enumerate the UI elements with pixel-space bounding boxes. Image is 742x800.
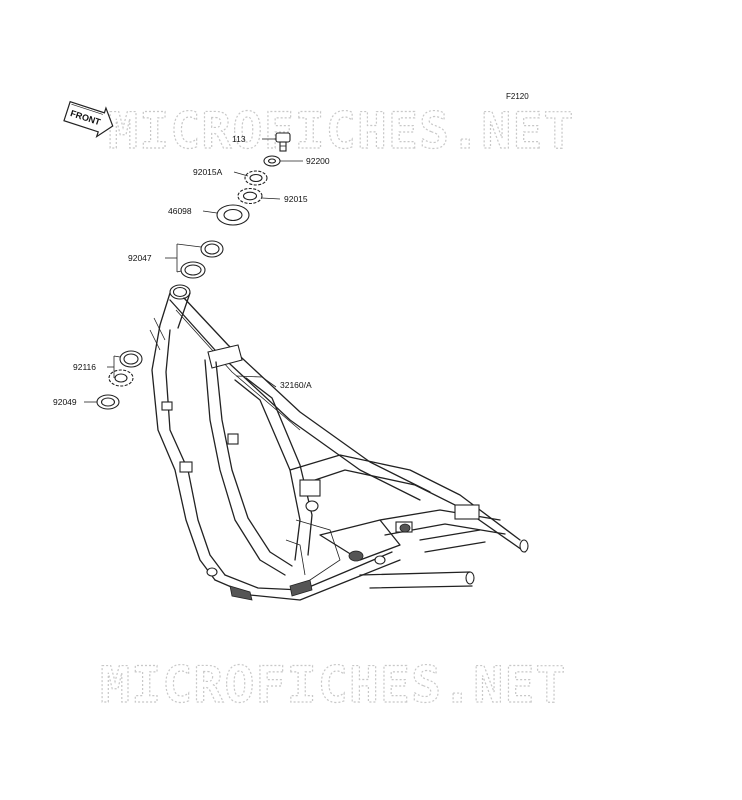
label-46098: 46098 [168, 206, 192, 216]
label-92200: 92200 [306, 156, 330, 166]
part-92015-nut[interactable] [237, 187, 263, 205]
part-46098-bearing[interactable] [216, 204, 250, 226]
figure-code: F2120 [506, 92, 529, 101]
part-92116-bearing[interactable] [108, 369, 134, 387]
label-92015: 92015 [284, 194, 308, 204]
part-92047-race-upper[interactable] [200, 240, 224, 258]
label-92049: 92049 [53, 397, 77, 407]
front-arrow-icon: FRONT [63, 100, 114, 139]
part-113-bolt[interactable] [275, 132, 291, 152]
watermark-bottom: MICROFICHES.NET [100, 656, 567, 714]
part-92047-race-lower[interactable] [180, 261, 206, 279]
label-32160A: 32160/A [280, 380, 312, 390]
leader-lines [84, 138, 303, 403]
label-92015A: 92015A [193, 167, 223, 177]
label-92116: 92116 [73, 362, 96, 372]
part-32160A-frame[interactable] [149, 284, 529, 601]
part-92116-seal[interactable] [119, 350, 143, 368]
label-113: 113 [232, 134, 246, 144]
part-92049-seal[interactable] [96, 394, 120, 410]
part-92015A-nut[interactable] [244, 170, 268, 186]
part-92200-washer[interactable] [263, 155, 281, 167]
watermark-top: MICROFICHES.NET [108, 102, 575, 160]
label-92047: 92047 [128, 253, 152, 263]
